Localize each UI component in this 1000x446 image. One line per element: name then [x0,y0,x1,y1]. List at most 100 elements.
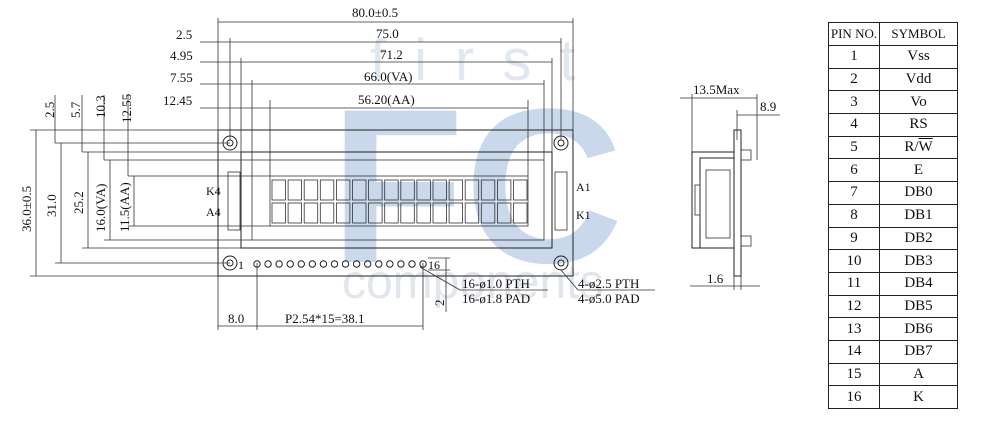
dim-side-pcb: 1.6 [707,271,724,286]
vertical-dimensions: 36.0±0.5 31.0 25.2 16.0(VA) 11.5(AA) 2.5 [19,94,270,277]
pin-symbol-cell: DB7 [879,339,958,364]
character-cell-top [287,179,303,201]
pin-number-cell: 2 [828,67,880,92]
front-view: K4 A4 A1 K1 1 16 80.0±0.5 75.0 [19,5,655,330]
dim-pin-pitch: P2.54*15=38.1 [285,311,365,326]
character-cell-top [496,179,512,201]
label-k4: K4 [206,184,221,198]
pin-pad [364,260,372,268]
character-cell-top [319,179,335,201]
pin-number-cell: 15 [828,362,880,387]
character-cell-bottom [448,202,464,224]
pin-number-cell: 6 [828,158,880,183]
dim-top-offset-12-55: 12.55 [119,94,134,123]
character-cell-bottom [287,202,303,224]
character-cell-top [464,179,480,201]
pin-symbol-cell: DB5 [879,294,958,319]
dim-top-offset-10-3: 10.3 [93,95,108,118]
bottom-dimensions: 8.0 P2.54*15=38.1 2 16-ø1.0 PTH 16-ø1.8 … [217,257,655,330]
character-cell-top [416,179,431,201]
character-cell-bottom [319,202,335,224]
character-cell-top [335,179,351,201]
dim-side-depth: 8.9 [760,99,776,114]
hole-bottom-right-inner [557,259,565,267]
character-cell-bottom [303,202,319,224]
pin-symbol-cell: E [879,158,958,183]
dim-offset-4-95: 4.95 [170,48,193,63]
pin-pad [352,260,361,268]
pin-number-cell: 10 [828,249,880,273]
pin-number-cell: 4 [828,113,880,137]
pin-number-cell: 7 [828,181,880,205]
pin-pad [397,260,405,268]
pin-symbol-cell: DB2 [879,226,958,251]
side-pin-header-bottom [740,235,752,247]
table-header-row: PIN NO. SYMBOL [828,22,958,46]
side-backlight [705,169,731,239]
pin-symbol-cell: Vdd [879,67,958,92]
character-cell-bottom [496,202,512,224]
pin-pad [297,260,305,268]
character-cells [271,179,528,224]
pin-symbol-cell: DB1 [879,203,958,228]
backlight-left [227,171,241,231]
pin-symbol-cell: DB4 [879,271,958,296]
dim-offset-2-5: 2.5 [176,27,192,42]
pin-pad [341,260,350,268]
character-cell-bottom [271,202,286,224]
pin-pad [330,260,339,268]
label-k1: K1 [576,208,591,222]
character-cell-top [513,179,528,201]
column-header-symbol: SYMBOL [879,22,958,46]
bezel-outline [240,151,553,249]
dim-hole-spacing: 75.0 [376,26,399,41]
pin-number-cell: 8 [828,203,880,228]
side-pin-header-top [740,149,752,161]
pin-number-cell: 11 [828,271,880,296]
side-connector [694,184,701,216]
pin-symbol-cell: Vo [879,90,958,115]
dim-side-thickness: 13.5Max [693,82,740,97]
character-cell-bottom [335,202,351,224]
pin-pad [319,260,328,268]
side-view: 13.5Max 8.9 1.6 [680,82,780,290]
pin-number-cell: 1 [828,45,880,69]
pin-first-label: 1 [238,258,244,272]
character-cell-bottom [368,202,383,224]
side-pcb [733,129,742,277]
label-a4: A4 [206,205,221,219]
character-cell-top [368,179,383,201]
dim-va-width: 66.0(VA) [364,69,413,84]
dim-bezel-width: 71.2 [380,47,403,62]
dim-va-height: 16.0(VA) [93,183,108,232]
pin-pad [386,260,394,268]
watermark: first FC components [330,28,623,309]
pin-pad [375,260,383,268]
character-cell-top [271,179,286,201]
pin-symbol-cell: R/W [879,135,958,160]
pin-symbol-cell: K [879,385,958,409]
active-area [269,175,529,227]
character-cell-top [352,179,367,201]
dim-pin-row-height: 2 [432,300,447,307]
viewing-area [251,159,545,241]
pin-symbol-cell: RS [879,113,958,137]
dim-offset-7-55: 7.55 [170,70,193,85]
pin-pad-note: 16-ø1.8 PAD [462,291,530,306]
pin-symbol-cell: Vss [879,45,958,69]
character-cell-top [480,179,496,201]
dim-aa-height: 11.5(AA) [117,182,132,232]
